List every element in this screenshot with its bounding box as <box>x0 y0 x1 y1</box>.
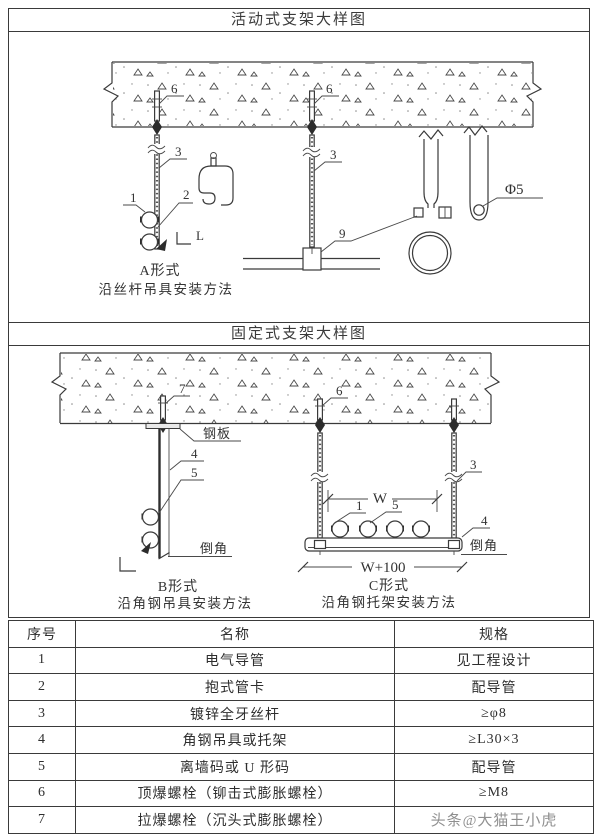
label-dim-l: L <box>196 228 204 243</box>
label-clamp-b: 5 <box>191 465 198 480</box>
label-connector: 9 <box>339 226 346 241</box>
cell-spec: 配导管 <box>394 752 594 781</box>
label-chamfer-c: 倒角 <box>470 538 498 553</box>
ring-hanger <box>408 129 452 275</box>
label-anchor-mid: 6 <box>336 383 343 398</box>
table-row: 5 离墙码或 U 形码 配导管 <box>8 752 594 781</box>
expansion-anchor-left <box>152 90 184 135</box>
form-c-name: C形式 <box>369 578 409 594</box>
cell-name: 镀锌全牙丝杆 <box>75 699 395 728</box>
threaded-rod-mid <box>302 134 342 248</box>
dim-l-mark-b <box>119 557 136 572</box>
label-clamp-a: 1 <box>130 190 137 205</box>
label-anchor-right: 6 <box>326 81 333 96</box>
label-rod-mid: 3 <box>330 147 337 162</box>
fixed-support-drawing: 7 钢板 4 5 倒角 B形式 沿角 <box>50 352 507 611</box>
cell-name: 顶爆螺栓（铆击式膨胀螺栓） <box>75 779 395 808</box>
label-dim-w: W <box>373 491 388 507</box>
table-row: 6 顶爆螺栓（铆击式膨胀螺栓） ≥M8 <box>8 779 594 808</box>
form-b-method: 沿角钢吊具安装方法 <box>118 596 253 611</box>
label-dim-w100: W+100 <box>360 560 405 576</box>
dim-w <box>322 490 443 512</box>
panel2-title: 固定式支架大样图 <box>9 323 589 346</box>
label-angle-c: 4 <box>481 513 488 528</box>
expansion-anchor-right2 <box>449 398 459 433</box>
pipe-clamps-b <box>141 508 160 549</box>
table-row: 1 电气导管 见工程设计 <box>8 646 594 675</box>
strap-detail <box>463 125 543 221</box>
cell-spec: 配导管 <box>394 673 594 701</box>
cell-no: 5 <box>8 752 76 781</box>
cell-no: 4 <box>8 726 76 754</box>
spec-table: 序号 名称 规格 1 电气导管 见工程设计 2 抱式管卡 配导管 3 镀锌全牙丝… <box>8 620 594 834</box>
table-row: 3 镀锌全牙丝杆 ≥φ8 <box>8 699 594 728</box>
form-a-method: 沿丝杆吊具安装方法 <box>99 282 234 297</box>
label-chamfer-b: 倒角 <box>200 541 228 556</box>
cell-spec: ≥φ8 <box>394 699 594 728</box>
steel-plate <box>145 423 241 442</box>
table-row: 4 角钢吊具或托架 ≥L30×3 <box>8 726 594 754</box>
label-rod-right: 3 <box>470 457 477 472</box>
expansion-anchor-right <box>307 90 339 135</box>
movable-support-panel: 活动式支架大样图 <box>8 8 590 323</box>
watermark-text: 头条@大猫王小虎 <box>394 806 594 834</box>
cell-name: 离墙码或 U 形码 <box>75 752 395 781</box>
label-clamp-c2: 5 <box>392 497 399 512</box>
cell-name: 拉爆螺栓（沉头式膨胀螺栓） <box>75 806 395 834</box>
cell-no: 3 <box>8 699 76 728</box>
pipe-clamps-a <box>123 204 159 251</box>
label-clamp-detail: 2 <box>183 187 190 202</box>
cell-spec: 见工程设计 <box>394 646 594 675</box>
angle-bar-c <box>304 527 490 555</box>
cell-no: 1 <box>8 646 76 675</box>
cell-spec: ≥M8 <box>394 779 594 808</box>
form-b-name: B形式 <box>158 579 198 595</box>
clamp-detail <box>157 152 234 228</box>
pipe-clamps-c <box>331 511 430 538</box>
movable-support-drawing: 6 6 3 1 <box>99 61 543 297</box>
header-name: 名称 <box>75 620 395 648</box>
conduit-run <box>243 215 418 271</box>
dim-w100 <box>297 561 468 573</box>
concrete-slab <box>102 61 543 128</box>
concrete-slab-2 <box>50 352 501 425</box>
label-anchor-left: 6 <box>171 81 178 96</box>
cell-no: 2 <box>8 673 76 701</box>
label-clamp-c1: 1 <box>356 498 363 513</box>
table-header-row: 序号 名称 规格 <box>8 620 594 648</box>
label-steel-plate: 钢板 <box>203 426 231 441</box>
cell-name: 角钢吊具或托架 <box>75 726 395 754</box>
cell-name: 抱式管卡 <box>75 673 395 701</box>
cell-no: 7 <box>8 806 76 834</box>
table-row: 2 抱式管卡 配导管 <box>8 673 594 701</box>
panel1-title: 活动式支架大样图 <box>9 9 589 32</box>
dim-l-mark <box>156 232 191 251</box>
label-rod-left: 3 <box>175 144 182 159</box>
label-strap-dia: Φ5 <box>505 182 523 198</box>
header-spec: 规格 <box>394 620 594 648</box>
cell-name: 电气导管 <box>75 646 395 675</box>
label-anchor-bolt: 7 <box>179 381 186 396</box>
threaded-rod-left <box>147 134 187 250</box>
form-a-name: A形式 <box>139 263 180 279</box>
header-no: 序号 <box>8 620 76 648</box>
chamfer-b-mark <box>119 542 232 572</box>
label-angle-b: 4 <box>191 446 198 461</box>
fixed-support-panel: 固定式支架大样图 7 <box>8 322 590 618</box>
form-c-method: 沿角钢托架安装方法 <box>322 595 457 610</box>
cell-no: 6 <box>8 779 76 808</box>
cell-spec: ≥L30×3 <box>394 726 594 754</box>
expansion-anchor-mid <box>315 397 348 433</box>
angle-steel-b <box>158 428 204 560</box>
table-row: 7 拉爆螺栓（沉头式膨胀螺栓） 头条@大猫王小虎 <box>8 806 594 834</box>
